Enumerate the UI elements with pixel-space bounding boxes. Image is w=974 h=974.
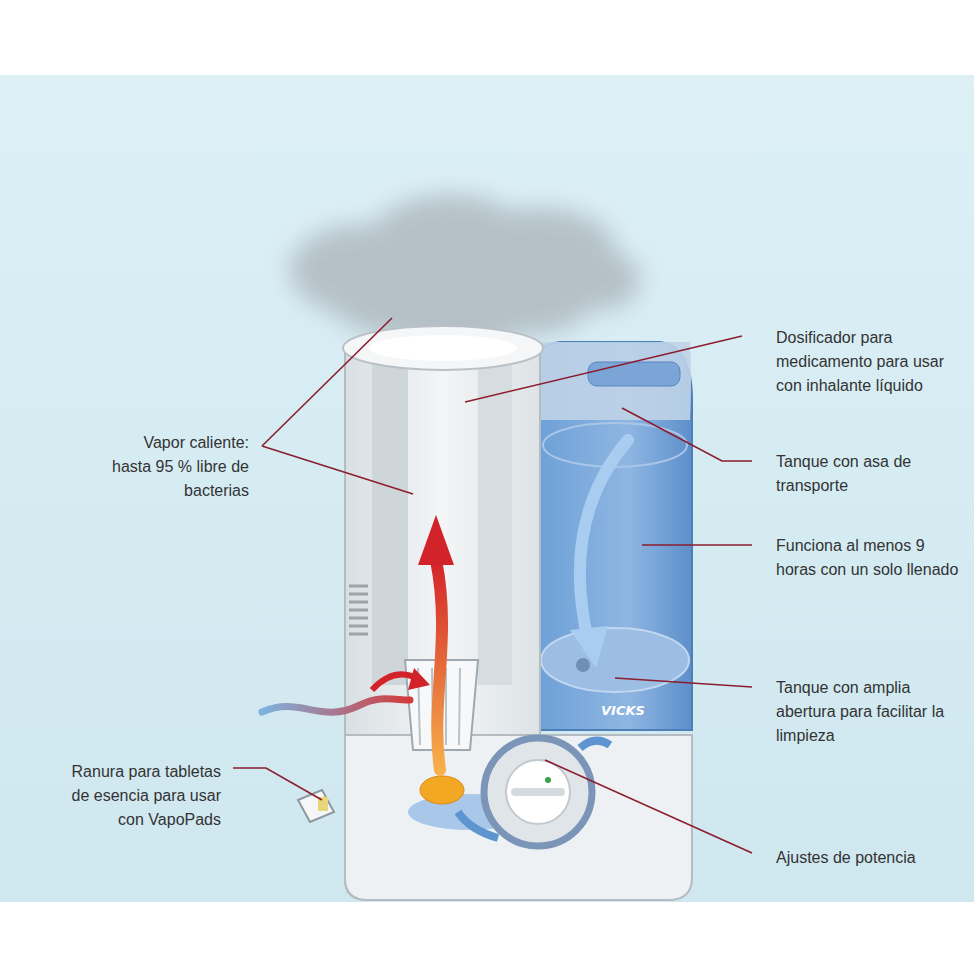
callout-label: Funciona al menos 9 horas con un solo ll… [776, 534, 966, 582]
callout-label: Ranura para tabletas de esencia para usa… [51, 760, 221, 832]
callout-label: Tanque con amplia abertura para facilita… [776, 676, 966, 748]
callout-label: Vapor caliente: hasta 95 % libre de bact… [109, 431, 249, 503]
callout-label: Tanque con asa de transporte [776, 450, 966, 498]
brand-logo: VICKS [601, 703, 645, 719]
callout-label: Ajustes de potencia [776, 846, 966, 870]
callout-label: Dosificador para medicamento para usar c… [776, 326, 966, 398]
